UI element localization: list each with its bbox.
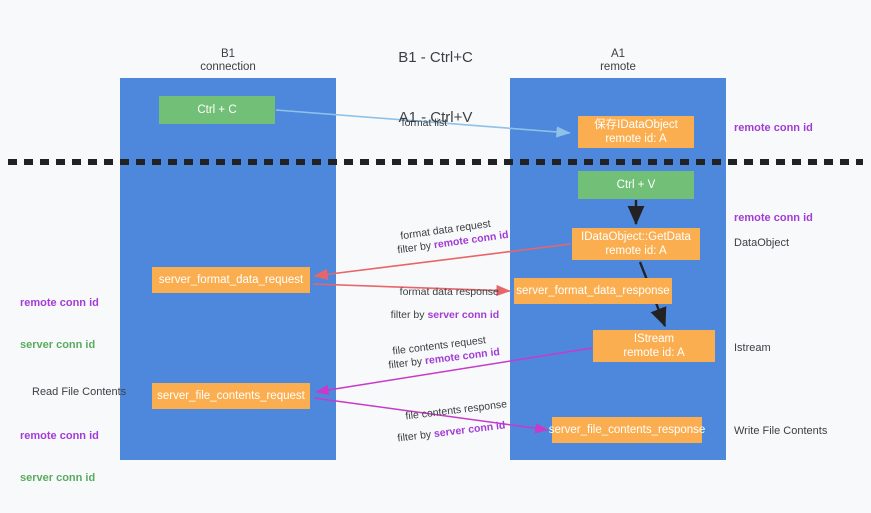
node-server-format-data-request-label: server_format_data_request	[158, 274, 304, 286]
node-server-format-data-response-label: server_format_data_response	[516, 285, 670, 297]
label-remote-conn-id-mid: remote conn id	[734, 212, 813, 224]
caption-filter-prefix-2: filter by	[390, 309, 428, 321]
node-idataobject-getdata[interactable]: IDataObject::GetData remote id: A	[572, 228, 700, 260]
diagram-title: B1 - Ctrl+C A1 - Ctrl+V	[0, 8, 871, 168]
node-server-file-contents-response-label: server_file_contents_response	[548, 424, 706, 436]
column-header-a1-role: remote	[600, 61, 636, 73]
node-ctrl-c-label: Ctrl + C	[197, 104, 237, 116]
node-server-format-data-request[interactable]: server_format_data_request	[152, 267, 310, 293]
node-getdata-line2: remote id: A	[605, 245, 667, 257]
node-save-idataobject[interactable]: 保存IDataObject remote id: A	[578, 116, 694, 148]
node-ctrl-v[interactable]: Ctrl + V	[578, 171, 694, 199]
title-line-2: A1 - Ctrl+V	[398, 109, 473, 126]
title-line-1: B1 - Ctrl+C	[398, 49, 473, 66]
column-header-a1-name: A1	[610, 48, 626, 60]
node-save-idataobject-line1: 保存IDataObject	[594, 119, 678, 131]
node-ctrl-c[interactable]: Ctrl + C	[159, 96, 275, 124]
caption-format-data-response: format data response	[388, 273, 499, 312]
caption-filter-prefix-3: filter by	[387, 355, 426, 372]
label-remote-conn-id-left-2: remote conn id	[20, 430, 99, 442]
label-left-conn-ids-bottom: remote conn id server conn id	[20, 401, 99, 513]
node-getdata-line1: IDataObject::GetData	[581, 231, 691, 243]
node-server-file-contents-request[interactable]: server_file_contents_request	[152, 383, 310, 409]
label-server-conn-id-left-1: server conn id	[20, 339, 96, 351]
label-server-conn-id-left-2: server conn id	[20, 472, 96, 484]
label-write-file-contents: Write File Contents	[734, 425, 828, 437]
caption-filter-prefix-1: filter by	[396, 239, 435, 257]
column-header-b1: B1 connection	[120, 48, 336, 74]
caption-format-list: format list	[390, 104, 448, 143]
diagram-canvas: B1 - Ctrl+C A1 - Ctrl+V B1 connection A1…	[0, 8, 871, 484]
node-server-file-contents-request-label: server_file_contents_request	[157, 390, 305, 402]
column-header-b1-role: connection	[200, 61, 256, 73]
node-ctrl-v-label: Ctrl + V	[616, 179, 656, 191]
label-read-file-contents: Read File Contents	[32, 386, 127, 398]
label-istream: Istream	[734, 342, 771, 354]
node-istream-line2: remote id: A	[623, 347, 685, 359]
caption-remote-conn-id-key-1: remote conn id	[433, 228, 510, 252]
label-remote-conn-id-top: remote conn id	[734, 122, 813, 134]
caption-format-data-response-text: format data response	[399, 286, 499, 298]
caption-server-conn-id-key-1: server conn id	[427, 309, 500, 321]
label-remote-conn-id-left-1: remote conn id	[20, 297, 99, 309]
column-header-b1-name: B1	[220, 48, 236, 60]
caption-filter-prefix-4: filter by	[396, 428, 435, 445]
node-istream-line1: IStream	[633, 333, 675, 345]
node-server-format-data-response[interactable]: server_format_data_response	[514, 278, 672, 304]
label-dataobject: DataObject	[734, 237, 790, 249]
caption-format-list-text: format list	[401, 117, 448, 129]
label-left-conn-ids-top: remote conn id server conn id	[20, 268, 99, 380]
caption-server-conn-id-key-2: server conn id	[433, 419, 506, 441]
node-save-idataobject-line2: remote id: A	[605, 133, 667, 145]
node-server-file-contents-response[interactable]: server_file_contents_response	[549, 417, 705, 443]
caption-filter-by-server-conn-id-1: filter by server conn id	[379, 296, 500, 335]
caption-remote-conn-id-key-2: remote conn id	[424, 345, 501, 368]
node-istream[interactable]: IStream remote id: A	[593, 330, 715, 362]
column-header-a1: A1 remote	[510, 48, 726, 74]
